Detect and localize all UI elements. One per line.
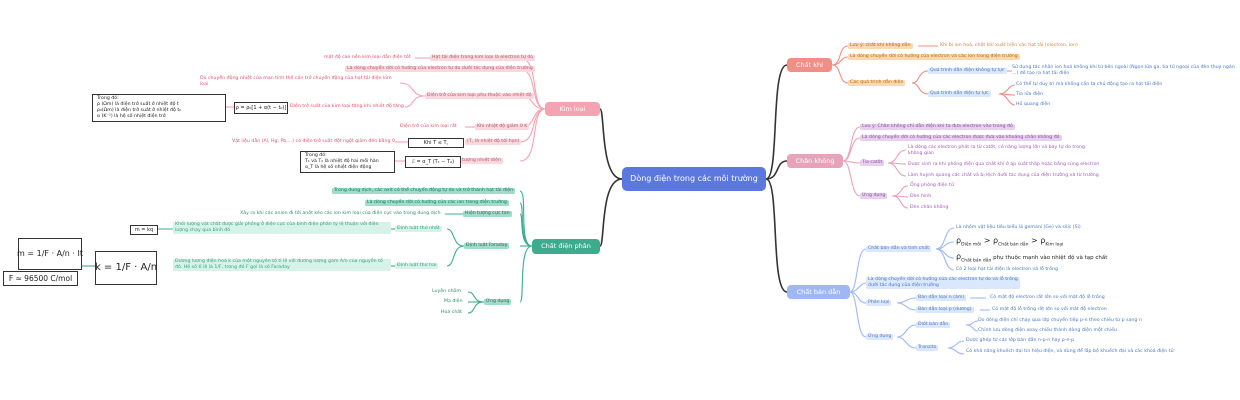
metal-resistance-temp[interactable]: Điện trở của kim loại phụ thuộc vào nhiệ… [425, 93, 534, 99]
semi-diode[interactable]: Điốt bán dẫn [916, 322, 951, 328]
electrolyte-app-3[interactable]: Hoá chất [441, 310, 463, 315]
metal-critical-condition: Khi T ≤ T꜀ [408, 138, 464, 148]
electrolyte-application[interactable]: Ứng dụng [484, 299, 512, 305]
gas-conduction-process[interactable]: Các quá trình dẫn điện [848, 80, 906, 86]
semi-transistor[interactable]: Tranzito [916, 345, 939, 351]
semi-resistivity-dependence: ρChất bán dẫn phụ thuộc mạnh vào nhiệt đ… [956, 252, 1107, 264]
topic-gas[interactable]: Chất khí [787, 58, 832, 72]
electrolyte-definition[interactable]: Là dòng chuyển dời có hướng của các ion … [365, 200, 509, 206]
rho-dielectric-sub: Điện môi [961, 242, 982, 248]
vacuum-definition[interactable]: Là dòng chuyển dời có hướng của các elec… [860, 135, 1062, 141]
semi-material[interactable]: Là nhóm vật liệu tiêu biểu là gemani (Ge… [956, 225, 1081, 230]
metal-thermo-formula: ℰ = α_T (T₁ − T₂) [405, 156, 461, 168]
transistor-note-1[interactable]: Được ghép từ các lớp bán dẫn n-p-n hay p… [966, 338, 1075, 343]
critical-temp-tag: (T꜀ là nhiệt độ tới hạn) [467, 139, 520, 144]
n-type-note[interactable]: Có mật độ electron rất lớn so với mật độ… [990, 295, 1105, 300]
metal-note-line-1: Trong đó: [97, 96, 119, 101]
gas-definition[interactable]: Là dòng chuyển dời có hướng của electron… [848, 54, 1020, 60]
topic-vacuum[interactable]: Chân không [787, 154, 843, 168]
cathode-ray-1[interactable]: Là dòng các electron phát ra từ catốt, c… [908, 145, 1085, 156]
semi-application[interactable]: Ứng dụng [866, 334, 894, 340]
thermo-note-line-2: T₁ và T₂ là nhiệt độ hai mối hàn [305, 158, 379, 164]
central-topic[interactable]: Dòng điện trong các môi trường [622, 167, 766, 191]
gas-note[interactable]: Lưu ý: chất khí không dẫn [848, 43, 913, 49]
semi-properties[interactable]: Chất bán dẫn và tính chất [866, 246, 932, 252]
faraday-law[interactable]: Định luật Faraday [464, 243, 510, 249]
metal-resistance-cause[interactable]: Do chuyển động nhiệt của mạn tinh thể cả… [200, 76, 392, 87]
rho-semi: > ρ [981, 236, 999, 245]
rho-semi-sub: Chất bán dẫn [998, 242, 1029, 248]
p-type[interactable]: Bán dẫn loại p (dương) [916, 307, 974, 313]
semi-definition[interactable]: Là dòng chuyển dời có hướng của các elec… [866, 277, 1020, 289]
n-type[interactable]: Bán dẫn loại n (âm) [916, 295, 967, 301]
cathode-ray-2[interactable]: Được sinh ra khi phóng điện qua chất khí… [908, 162, 1100, 167]
metal-superconductor-note[interactable]: Vật liệu dẫn (Al, Hg, Pb,...) có điện tr… [232, 139, 395, 144]
electrolyte-anode-dissolution[interactable]: Hiện tượng cực tan [463, 211, 512, 217]
first-law-text[interactable]: Khối lượng vật chất được giải phóng ở đi… [173, 222, 391, 234]
rho-semi-2-sub: Chất bán dẫn [961, 258, 992, 264]
metal-definition[interactable]: Là dòng chuyển dời có hướng của electron… [345, 66, 535, 72]
self-sustained-3[interactable]: Hồ quang điện [1016, 102, 1051, 107]
vacuum-app-3[interactable]: Đèn chân không [910, 205, 949, 210]
rho-metal: > ρ [1028, 236, 1046, 245]
vacuum-app-2[interactable]: Đèn hình [910, 194, 932, 199]
second-law-formula: k = 1/F · A/n [95, 251, 157, 285]
self-sustained-1[interactable]: Có thể tự duy trì mà không cần ta chủ độ… [1016, 82, 1163, 87]
vacuum-note[interactable]: Lưu ý: Chân không chỉ dẫn điện khi ta đư… [860, 124, 1015, 130]
diode-note-2[interactable]: Chỉnh lưu dòng điện xoay chiều thành dòn… [978, 328, 1117, 333]
cathode-ray-3[interactable]: Làm huỳnh quang các chất và bị lệch dưới… [908, 173, 1099, 178]
faraday-mass-formula: m = 1/F · A/n · It [17, 238, 83, 270]
semi-carriers[interactable]: Có 2 loại hạt tải điện là electron và lỗ… [956, 267, 1058, 272]
anode-dissolution-note[interactable]: Xảy ra khi các anion đi tới anôt kéo các… [240, 211, 441, 216]
metal-carrier-note[interactable]: mật độ cao nên kim loại dẫn điện tốt [324, 55, 411, 60]
topic-semiconductor[interactable]: Chất bán dẫn [787, 285, 850, 299]
metal-note-line-2: ρ (Ωm) là điện trở suất ở nhiệt độ t [97, 101, 179, 107]
faraday-second-law[interactable]: Định luật thứ hai [395, 263, 439, 269]
gas-non-self-sustained[interactable]: Quá trình dẫn điện không tự lực [928, 68, 1007, 74]
faraday-constant: F ≈ 96500 C/mol [3, 271, 78, 286]
self-sustained-2[interactable]: Tia lửa điện [1016, 92, 1044, 97]
first-law-formula: m = kq [130, 225, 158, 235]
electrolyte-app-2[interactable]: Mạ điện [444, 299, 463, 304]
metal-thermo-note: Trong đó: T₁ và T₂ là nhiệt độ hai mối h… [300, 151, 395, 173]
semi-classification[interactable]: Phân loại [866, 300, 892, 306]
thermo-note-line-1: Trong đó: [305, 153, 327, 158]
metal-resistivity-increase[interactable]: Điện trở suất của kim loại tăng khi nhiệ… [290, 104, 404, 109]
metal-carrier[interactable]: Hạt tải điện trong kim loại là electron … [430, 55, 536, 61]
rho-metal-sub: Kim loại [1045, 242, 1064, 248]
vacuum-app-1[interactable]: Ống phóng điện tử [910, 183, 954, 188]
non-self-sustained-note[interactable]: Sử dụng tác nhân ion hoá không khí từ bê… [1012, 65, 1235, 76]
diode-note-1[interactable]: Do dòng điện chỉ chạy qua lớp chuyển tiế… [978, 318, 1142, 323]
gas-ionization-note[interactable]: Khi bị ion hoá, chất khí xuất hiện các h… [940, 43, 1078, 48]
metal-thermoelectric[interactable]: Hiện tượng nhiệt điện [448, 158, 503, 164]
metal-critical-temp[interactable]: (T꜀ là nhiệt độ tới hạn) [465, 139, 522, 145]
rho-semi-2: ρ [956, 252, 962, 261]
faraday-first-law[interactable]: Định luật thứ nhất [395, 226, 442, 232]
metal-note-line-3: ρ₀(Ωm) là điện trở suất ở nhiệt độ t₀ [97, 107, 182, 113]
thermo-note-line-3: α_T là hệ số nhiệt điện động [305, 164, 372, 170]
rho-dependence-text: phụ thuộc mạnh vào nhiệt độ và tạp chất [991, 255, 1108, 261]
p-type-note[interactable]: Có mật độ lỗ trống rất lớn so với mật độ… [992, 307, 1107, 312]
electrolyte-carrier[interactable]: Trong dung dịch, các axit có thể chuyển … [332, 188, 516, 194]
vacuum-application[interactable]: Ứng dụng [860, 193, 888, 199]
topic-metal[interactable]: Kim loại [545, 102, 600, 116]
electrolyte-app-1[interactable]: Luyện nhôm [432, 289, 461, 294]
transistor-note-2[interactable]: Có khả năng khuếch đại tín hiệu điện, và… [966, 349, 1174, 354]
gas-self-sustained[interactable]: Quá trình dẫn điện tự lực [928, 91, 991, 97]
metal-resistivity-formula: ρ = ρ₀[1 + α(t − t₀)] [234, 102, 288, 114]
rho-dielectric: ρ [956, 236, 962, 245]
topic-electrolyte[interactable]: Chất điện phân [532, 239, 600, 254]
second-law-text[interactable]: Đương lượng điện hoá k của một nguyên tố… [173, 259, 391, 271]
metal-note-line-4: α (K⁻¹) là hệ số nhiệt điện trở [97, 113, 166, 119]
semi-resistivity-compare: ρĐiện môi > ρChất bán dẫn > ρKim loại [956, 236, 1063, 248]
metal-formula-note: Trong đó: ρ (Ωm) là điện trở suất ở nhiệ… [92, 94, 226, 122]
metal-zero-kelvin[interactable]: Khi nhiệt độ giảm 0 K [475, 124, 530, 130]
metal-zero-kelvin-note[interactable]: Điện trở của kim loại rất [400, 124, 457, 129]
cathode-ray[interactable]: Tia catôt [860, 160, 885, 166]
